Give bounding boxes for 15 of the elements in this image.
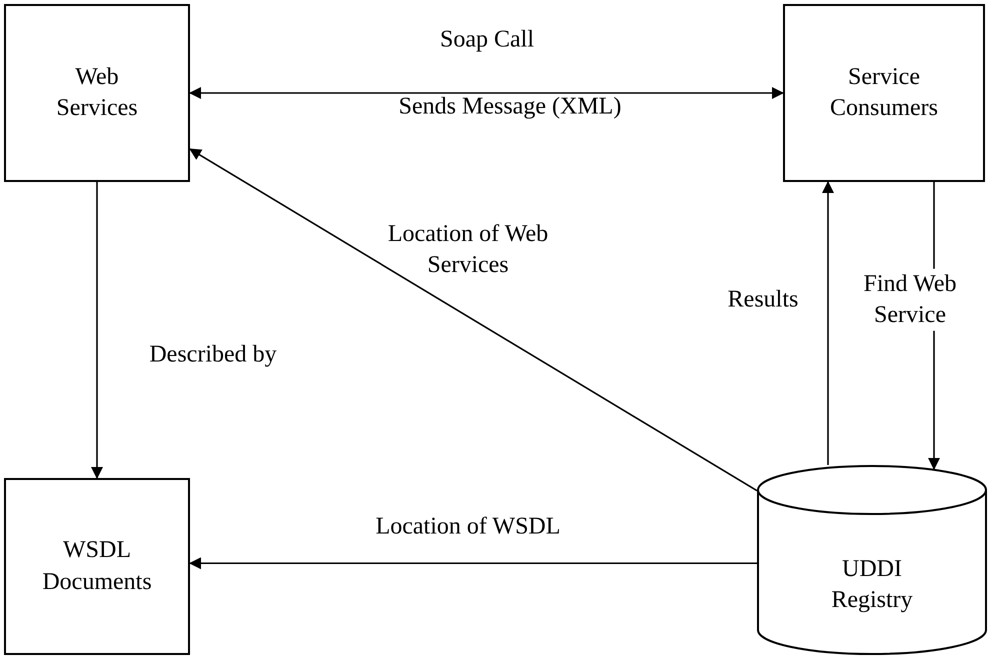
- edge-label: Soap Call: [439, 25, 535, 54]
- edge-label: Described by: [148, 340, 278, 370]
- edge-label: Location of Web Services: [386, 220, 550, 280]
- process-box: WSDL Documents: [4, 478, 190, 655]
- edge-label: Location of WSDL: [374, 512, 562, 542]
- arrow: [91, 182, 103, 479]
- process-box: Service Consumers: [783, 4, 985, 182]
- arrow: [822, 181, 834, 465]
- process-box: Web Services: [4, 4, 190, 182]
- arrow: [189, 557, 757, 570]
- message-label: Sends Message (XML): [398, 92, 622, 122]
- edge-label: Results: [726, 285, 800, 314]
- arrow: [189, 87, 784, 99]
- arrow: [189, 148, 758, 492]
- registry-cylinder: UDDI Registry: [757, 465, 987, 655]
